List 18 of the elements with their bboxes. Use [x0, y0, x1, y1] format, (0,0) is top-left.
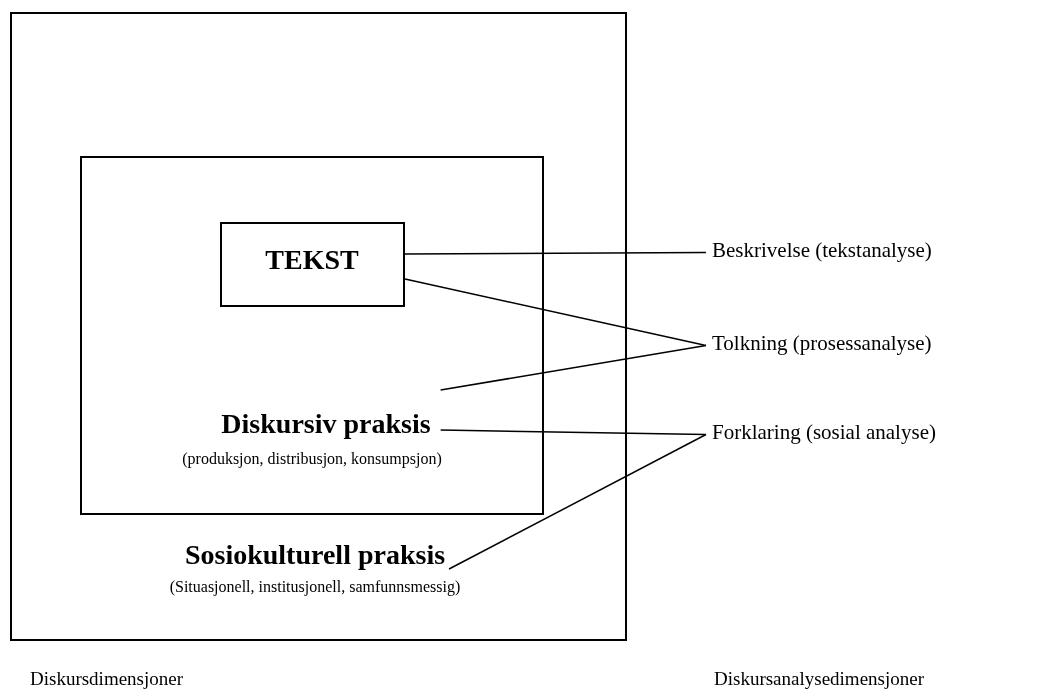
leader-line: [448, 433, 707, 570]
dimension-caption: Diskursanalysedimensjoner: [714, 668, 924, 690]
leader-line: [439, 344, 707, 391]
text-box: [220, 222, 405, 307]
analysis-label: Beskrivelse (tekstanalyse): [712, 238, 932, 263]
box-heading: Sosiokulturell praksis: [184, 539, 446, 571]
box-heading: TEKST: [265, 244, 359, 276]
box-subtitle: (Situasjonell, institusjonell, samfunnsmessig): [169, 578, 461, 596]
dimension-caption: Diskursdimensjoner: [30, 668, 184, 690]
leader-line: [404, 278, 707, 347]
leader-line: [404, 251, 707, 255]
analysis-label: Forklaring (sosial analyse): [712, 420, 936, 445]
box-subtitle: (produksjon, distribusjon, konsumpsjon): [182, 450, 442, 468]
analysis-label: Tolkning (prosessanalyse): [712, 331, 932, 356]
leader-line: [439, 429, 707, 436]
outer-box: [10, 12, 627, 641]
box-heading: Diskursiv praksis: [221, 408, 431, 440]
inner-box: [80, 156, 544, 515]
